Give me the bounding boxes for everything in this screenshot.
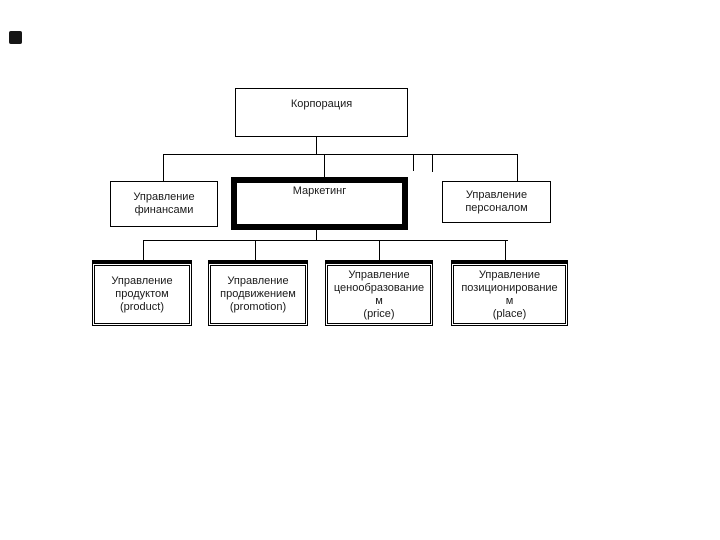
org-box-price-line2: ценообразование <box>333 281 425 294</box>
org-box-price: Управление ценообразование м (price) <box>325 260 433 326</box>
org-box-promotion-line2: продвижением <box>220 288 296 300</box>
connector-tick-1 <box>413 154 414 171</box>
connector-root-stem <box>316 137 317 154</box>
org-box-corporation: Корпорация <box>235 88 408 137</box>
org-box-corporation-label: Корпорация <box>290 98 353 110</box>
org-box-product-line2: продуктом <box>115 288 169 300</box>
org-box-personnel: Управление персоналом <box>442 181 551 223</box>
org-box-personnel-line1: Управление <box>465 189 528 201</box>
org-box-price-line3: м <box>375 294 383 307</box>
connector-tick-2 <box>432 154 433 172</box>
org-box-place-line4: (place) <box>492 307 527 320</box>
org-box-personnel-line2: персоналом <box>465 202 528 214</box>
connector-drop-product <box>143 240 144 260</box>
connector-drop-promotion <box>255 240 256 260</box>
corner-marker <box>9 31 22 44</box>
org-box-promotion: Управление продвижением (promotion) <box>208 260 308 326</box>
connector-drop-personnel <box>517 154 518 181</box>
connector-drop-marketing <box>324 154 325 177</box>
org-box-promotion-line3: (promotion) <box>229 301 287 313</box>
connector-drop-finance <box>163 154 164 181</box>
org-box-place-line3: м <box>505 294 514 307</box>
org-box-price-line1: Управление <box>348 268 410 281</box>
org-box-promotion-line1: Управление <box>227 275 289 287</box>
connector-level2-horizontal <box>163 154 518 155</box>
org-box-promotion-inner: Управление продвижением (promotion) <box>210 265 306 324</box>
org-box-price-inner: Управление ценообразование м (price) <box>327 265 431 324</box>
connector-drop-place <box>505 240 506 260</box>
org-box-finance-line2: финансами <box>134 204 194 216</box>
org-box-finance: Управление финансами <box>110 181 218 227</box>
org-box-place-line2: позиционирование <box>461 281 558 294</box>
connector-marketing-stem <box>316 230 317 240</box>
connector-drop-price <box>379 240 380 260</box>
org-box-place: Управление позиционирование м (place) <box>451 260 568 326</box>
org-box-product-line1: Управление <box>111 275 173 287</box>
org-box-place-inner: Управление позиционирование м (place) <box>453 265 566 324</box>
org-box-marketing-label: Маркетинг <box>292 185 347 197</box>
org-box-product-inner: Управление продуктом (product) <box>94 265 190 324</box>
org-box-place-line1: Управление <box>478 268 541 281</box>
org-box-marketing: Маркетинг <box>231 177 408 230</box>
connector-level3-horizontal <box>143 240 508 241</box>
org-box-price-line4: (price) <box>363 307 395 320</box>
org-box-finance-line1: Управление <box>133 191 195 203</box>
org-box-product: Управление продуктом (product) <box>92 260 192 326</box>
org-box-product-line3: (product) <box>119 301 165 313</box>
